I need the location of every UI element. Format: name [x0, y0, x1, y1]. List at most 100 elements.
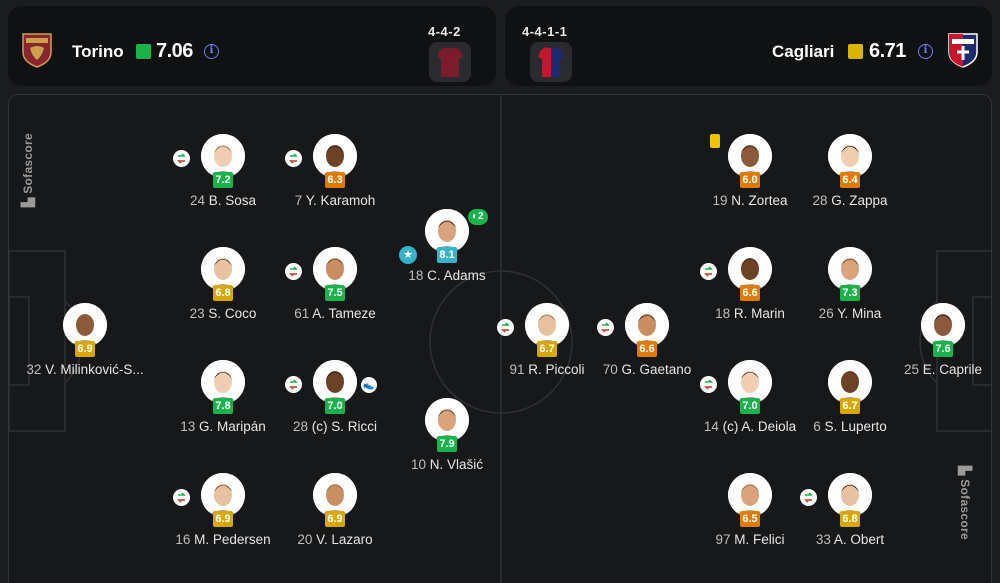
player-number: 91 [509, 362, 525, 377]
home-formation: 4-4-2 [428, 24, 461, 39]
player-photo[interactable] [828, 473, 872, 517]
player-rating: 7.5 [325, 285, 345, 301]
player-name-text: G. Maripán [199, 419, 266, 434]
player-photo[interactable] [201, 360, 245, 404]
substitution-icon [285, 263, 302, 280]
player-name-text: Y. Karamoh [305, 193, 376, 208]
player-number: 61 [294, 306, 310, 321]
player-rating: 7.2 [213, 172, 233, 188]
player-rating: 7.9 [437, 436, 457, 452]
sofascore-watermark: ▙ Sofascore [957, 466, 972, 540]
player-photo[interactable] [828, 247, 872, 291]
substitution-icon [597, 319, 614, 336]
player-photo[interactable] [525, 303, 569, 347]
torino-crest-icon[interactable] [20, 30, 54, 68]
player-name-text: R. Piccoli [528, 362, 585, 377]
player-name[interactable]: 16 M. Pedersen [148, 532, 298, 547]
player-rating: 6.8 [840, 511, 860, 527]
player-karamoh[interactable]: 6.3 7 Y. Karamoh [260, 134, 410, 244]
home-team-name[interactable]: Torino [72, 42, 124, 61]
home-rating-box [136, 44, 151, 59]
goal-count: 2 [478, 211, 484, 222]
player-photo[interactable] [728, 247, 772, 291]
player-name-text: M. Felici [734, 532, 785, 547]
player-rating: 6.5 [740, 511, 760, 527]
yellow-card-icon [710, 134, 720, 148]
player-photo[interactable] [201, 473, 245, 517]
substitution-icon [497, 319, 514, 336]
player-name-text: A. Tameze [312, 306, 376, 321]
player-name[interactable]: 13 G. Maripán [148, 419, 298, 434]
player-name[interactable]: 23 S. Coco [148, 306, 298, 321]
player-name[interactable]: 10 N. Vlašić [372, 457, 522, 472]
player-number: 23 [189, 306, 205, 321]
cagliari-crest-icon[interactable] [946, 30, 980, 68]
player-sosa[interactable]: 7.2 24 B. Sosa [148, 134, 298, 244]
player-photo[interactable] [201, 247, 245, 291]
player-tameze[interactable]: 7.5 61 A. Tameze [260, 247, 410, 357]
substitution-icon [285, 150, 302, 167]
player-name[interactable]: 19 N. Zortea [675, 193, 825, 208]
player-photo[interactable] [313, 360, 357, 404]
info-icon[interactable]: i [204, 44, 219, 59]
player-name[interactable]: 7 Y. Karamoh [260, 193, 410, 208]
home-team-rating: 7.06 [156, 40, 193, 62]
player-name[interactable]: 14 (c) A. Deiola [675, 419, 825, 434]
player-name[interactable]: 91 R. Piccoli [472, 362, 622, 377]
player-name[interactable]: 25 E. Caprile [868, 362, 1000, 377]
player-name[interactable]: 20 V. Lazaro [260, 532, 410, 547]
player-photo[interactable] [201, 134, 245, 178]
player-rating: 6.9 [325, 511, 345, 527]
player-name[interactable]: 18 R. Marin [675, 306, 825, 321]
away-team-bar: 4-4-1-1 Cagliari 6.71 i [505, 6, 992, 86]
player-photo[interactable] [625, 303, 669, 347]
substitution-icon [800, 489, 817, 506]
away-team-rating: 6.71 [869, 40, 906, 62]
player-name[interactable]: 32 V. Milinković-S... [10, 362, 160, 377]
player-number: 24 [189, 193, 205, 208]
player-deiola[interactable]: 7.0 14 (c) A. Deiola [675, 360, 825, 470]
player-name[interactable]: 70 G. Gaetano [572, 362, 722, 377]
player-vlasic[interactable]: 7.9 10 N. Vlašić [372, 398, 522, 508]
player-name[interactable]: 97 M. Felici [675, 532, 825, 547]
player-name[interactable]: 28 G. Zappa [775, 193, 925, 208]
player-rating: 6.0 [740, 172, 760, 188]
away-team-name[interactable]: Cagliari [772, 42, 835, 61]
player-obert[interactable]: 6.8 33 A. Obert [775, 473, 925, 583]
player-photo[interactable] [728, 134, 772, 178]
player-name[interactable]: 33 A. Obert [775, 532, 925, 547]
player-rating: 7.0 [740, 398, 760, 414]
player-number: 18 [408, 268, 424, 283]
player-zortea[interactable]: 6.0 19 N. Zortea [675, 134, 825, 244]
player-name[interactable]: 24 B. Sosa [148, 193, 298, 208]
player-name[interactable]: 6 S. Luperto [775, 419, 925, 434]
player-number: 19 [712, 193, 728, 208]
player-felici[interactable]: 6.5 97 M. Felici [675, 473, 825, 583]
info-icon[interactable]: i [918, 44, 933, 59]
player-photo[interactable] [313, 247, 357, 291]
player-lazaro[interactable]: 6.9 20 V. Lazaro [260, 473, 410, 583]
player-name[interactable]: 61 A. Tameze [260, 306, 410, 321]
player-rating: 8.1 [437, 247, 457, 263]
player-number: 97 [715, 532, 731, 547]
player-of-match-star-icon: ★ [399, 246, 417, 264]
player-rating: 6.3 [325, 172, 345, 188]
player-name[interactable]: 26 Y. Mina [775, 306, 925, 321]
away-kit-icon [530, 42, 572, 82]
player-name[interactable]: 28 (c) S. Ricci [260, 419, 410, 434]
player-number: 33 [815, 532, 831, 547]
player-name[interactable]: 18 C. Adams [372, 268, 522, 283]
